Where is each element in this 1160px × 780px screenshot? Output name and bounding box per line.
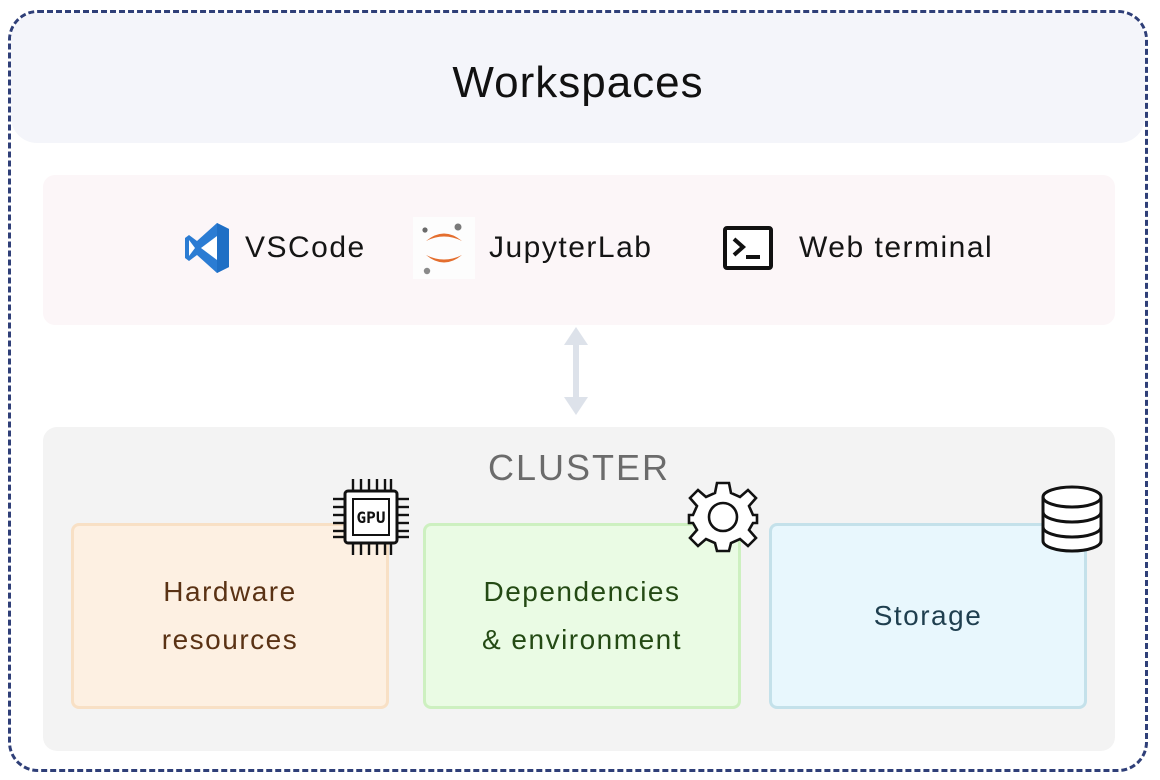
page-title: Workspaces	[452, 58, 704, 107]
vscode-icon	[183, 221, 231, 275]
gpu-chip-text: GPU	[357, 508, 386, 527]
terminal-icon	[723, 226, 773, 270]
tools-panel: VSCode JupyterLab	[43, 175, 1115, 325]
cluster-panel: CLUSTER Hardware resources Dependencies …	[43, 427, 1115, 751]
tool-label-vscode: VSCode	[245, 231, 366, 264]
tool-vscode[interactable]: VSCode	[183, 215, 366, 281]
workspaces-header: Workspaces	[11, 13, 1145, 143]
dependencies-line2: & environment	[481, 624, 683, 655]
tool-web-terminal[interactable]: Web terminal	[723, 215, 993, 281]
gear-icon	[685, 479, 761, 560]
storage-label: Storage	[873, 600, 983, 631]
tool-jupyterlab[interactable]: JupyterLab	[413, 215, 652, 281]
storage-box: Storage	[769, 523, 1087, 709]
dependencies-line1: Dependencies	[483, 576, 681, 607]
cluster-title: CLUSTER	[487, 447, 671, 488]
tool-label-web-terminal: Web terminal	[799, 231, 994, 264]
hardware-resources-line2: resources	[161, 624, 299, 655]
jupyter-icon	[413, 217, 475, 279]
hardware-resources-box: Hardware resources	[71, 523, 389, 709]
database-icon	[1037, 483, 1107, 560]
dependencies-environment-box: Dependencies & environment	[423, 523, 741, 709]
hardware-resources-line1: Hardware	[163, 576, 297, 607]
workspaces-frame: Workspaces VSCode	[8, 10, 1148, 772]
gpu-chip-icon: GPU	[331, 477, 411, 562]
tool-label-jupyterlab: JupyterLab	[489, 231, 653, 264]
bidirectional-arrow-icon	[564, 327, 588, 415]
